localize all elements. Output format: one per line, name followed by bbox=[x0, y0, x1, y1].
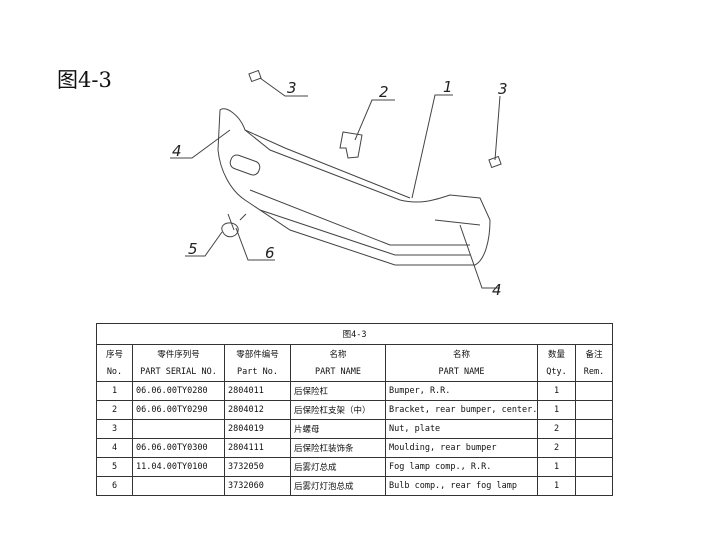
callout-4-left: 4 bbox=[172, 142, 182, 160]
row-qty: 2 bbox=[537, 419, 576, 439]
rear-bumper-exploded-diagram: 3 2 1 3 4 5 6 4 bbox=[150, 60, 530, 310]
row-no: 3 bbox=[96, 419, 133, 439]
row-no: 6 bbox=[96, 476, 133, 496]
callout-5: 5 bbox=[188, 240, 198, 258]
header-cn-qty: 数量 bbox=[537, 344, 576, 363]
leader-5 bbox=[185, 231, 223, 257]
header-cn-name: 名称 bbox=[290, 344, 386, 363]
fog-lamp-bulb-part bbox=[227, 213, 247, 231]
row-serial: 11.04.00TY0100 bbox=[132, 457, 225, 477]
bumper-moulding-right bbox=[434, 219, 481, 226]
table-header-en: No. PART SERIAL NO. Part No. PART NAME P… bbox=[96, 363, 614, 382]
bumper-outline bbox=[217, 108, 491, 266]
table-caption-row: 图4-3 bbox=[95, 323, 614, 345]
table-row: 1 06.06.00TY0280 2804011 后保险杠 Bumper, R.… bbox=[96, 381, 614, 401]
callout-3-left: 3 bbox=[287, 79, 297, 97]
row-partno: 3732050 bbox=[224, 457, 291, 477]
table-caption: 图4-3 bbox=[95, 323, 614, 345]
row-name-cn: 后保险杠支架（中） bbox=[290, 400, 386, 420]
table-row: 5 11.04.00TY0100 3732050 后雾灯总成 Fog lamp … bbox=[96, 457, 614, 477]
leader-3-left bbox=[259, 77, 308, 97]
callout-1: 1 bbox=[443, 78, 453, 96]
table-row: 4 06.06.00TY0300 2804111 后保险杠装饰条 Mouldin… bbox=[96, 438, 614, 458]
row-partno: 2804012 bbox=[224, 400, 291, 420]
plate-nut-left bbox=[248, 69, 262, 83]
header-en-name: PART NAME bbox=[290, 363, 386, 382]
bracket-part bbox=[339, 131, 363, 159]
leader-2 bbox=[354, 99, 395, 141]
row-rem bbox=[574, 381, 614, 401]
row-name-en: Bumper, R.R. bbox=[385, 381, 538, 401]
header-cn-no: 序号 bbox=[96, 344, 133, 363]
table-row: 6 3732060 后雾灯灯泡总成 Bulb comp., rear fog l… bbox=[96, 476, 614, 496]
row-no: 1 bbox=[96, 381, 133, 401]
header-en-serial: PART SERIAL NO. bbox=[132, 363, 225, 382]
callout-3-right: 3 bbox=[498, 80, 508, 98]
row-name-cn: 后保险杠装饰条 bbox=[290, 438, 386, 458]
row-no: 5 bbox=[96, 457, 133, 477]
bumper-top-edge bbox=[244, 129, 411, 199]
leader-4-left bbox=[170, 129, 231, 159]
table-row: 2 06.06.00TY0290 2804012 后保险杠支架（中） Brack… bbox=[96, 400, 614, 420]
header-cn-serial: 零件序列号 bbox=[132, 344, 225, 363]
fog-lamp-part bbox=[221, 222, 239, 238]
bumper-lamp-recess bbox=[229, 154, 261, 176]
callout-4-right: 4 bbox=[492, 281, 502, 299]
row-qty: 1 bbox=[537, 476, 576, 496]
row-name-en: Nut, plate bbox=[385, 419, 538, 439]
row-rem bbox=[574, 476, 614, 496]
callout-6: 6 bbox=[265, 244, 275, 262]
row-serial: 06.06.00TY0300 bbox=[132, 438, 225, 458]
figure-title: 图4-3 bbox=[57, 68, 112, 92]
row-name-en: Fog lamp comp., R.R. bbox=[385, 457, 538, 477]
row-no: 4 bbox=[96, 438, 133, 458]
row-partno: 2804019 bbox=[224, 419, 291, 439]
row-partno: 3732060 bbox=[224, 476, 291, 496]
header-en-no: No. bbox=[96, 363, 133, 382]
leader-4-right bbox=[459, 224, 500, 289]
header-en-name-en: PART NAME bbox=[385, 363, 538, 382]
header-en-rem: Rem. bbox=[574, 363, 614, 382]
leader-6 bbox=[235, 227, 275, 261]
row-qty: 2 bbox=[537, 438, 576, 458]
table-row: 3 2804019 片螺母 Nut, plate 2 bbox=[96, 419, 614, 439]
row-name-cn: 后雾灯灯泡总成 bbox=[290, 476, 386, 496]
row-name-cn: 后保险杠 bbox=[290, 381, 386, 401]
row-rem bbox=[574, 438, 614, 458]
header-cn-partno: 零部件编号 bbox=[224, 344, 291, 363]
row-serial: 06.06.00TY0290 bbox=[132, 400, 225, 420]
header-en-partno: Part No. bbox=[224, 363, 291, 382]
row-qty: 1 bbox=[537, 400, 576, 420]
row-name-cn: 片螺母 bbox=[290, 419, 386, 439]
row-rem bbox=[574, 419, 614, 439]
row-name-en: Moulding, rear bumper bbox=[385, 438, 538, 458]
parts-table: 图4-3 序号 零件序列号 零部件编号 名称 名称 数量 备注 No. PART… bbox=[95, 323, 614, 496]
header-en-qty: Qty. bbox=[537, 363, 576, 382]
row-name-en: Bracket, rear bumper, center. bbox=[385, 400, 538, 420]
callout-2: 2 bbox=[379, 83, 389, 101]
row-rem bbox=[574, 400, 614, 420]
table-header-cn: 序号 零件序列号 零部件编号 名称 名称 数量 备注 bbox=[96, 344, 614, 363]
row-serial bbox=[132, 476, 225, 496]
row-serial bbox=[132, 419, 225, 439]
plate-nut-right bbox=[488, 155, 502, 169]
row-qty: 1 bbox=[537, 457, 576, 477]
row-no: 2 bbox=[96, 400, 133, 420]
leader-1 bbox=[411, 94, 453, 199]
row-partno: 2804011 bbox=[224, 381, 291, 401]
header-cn-name-en: 名称 bbox=[385, 344, 538, 363]
header-cn-rem: 备注 bbox=[574, 344, 614, 363]
row-serial: 06.06.00TY0280 bbox=[132, 381, 225, 401]
bumper-lower-edge bbox=[259, 209, 470, 256]
row-qty: 1 bbox=[537, 381, 576, 401]
row-name-cn: 后雾灯总成 bbox=[290, 457, 386, 477]
leader-3-right bbox=[494, 95, 501, 161]
row-partno: 2804111 bbox=[224, 438, 291, 458]
row-name-en: Bulb comp., rear fog lamp bbox=[385, 476, 538, 496]
bumper-ridge bbox=[249, 189, 470, 246]
row-rem bbox=[574, 457, 614, 477]
